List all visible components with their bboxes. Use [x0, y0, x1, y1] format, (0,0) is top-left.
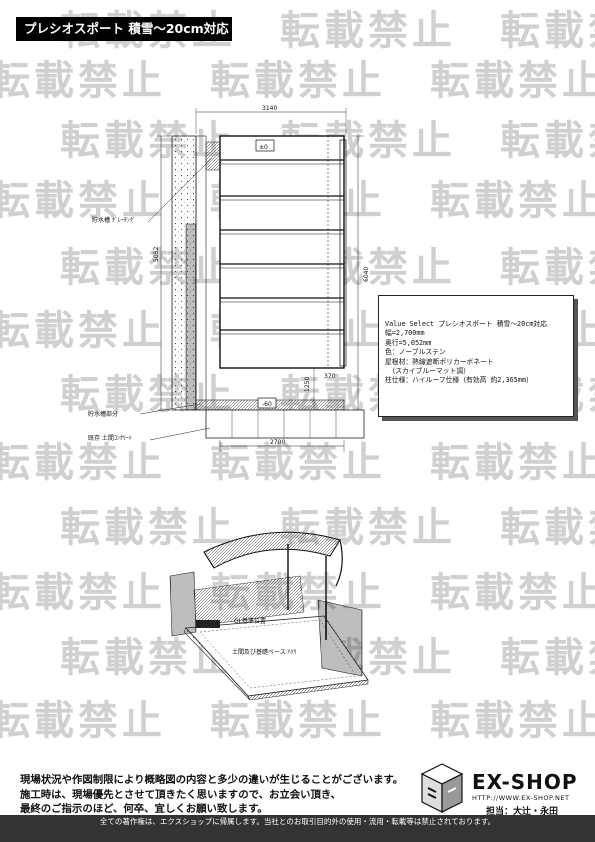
dim-front-a: 1250: [304, 377, 311, 392]
level-bottom: -60: [262, 401, 272, 408]
watermark-row: 転載禁止 転載禁止 転載禁止: [0, 570, 595, 616]
level-top: ±0: [259, 144, 268, 151]
watermark-row: 転載禁止 転載禁止 転載禁止: [60, 505, 595, 551]
footer-bar: 全ての著作権は、エクスショップに帰属します。当社とのお取引目的外の使用・流用・転…: [0, 815, 595, 842]
label-drain-grating: 貯水槽 ｸﾞﾚｰﾁﾝｸﾞ: [92, 216, 136, 224]
spec-line: 柱仕様：ハイルーフ仕様（有効高 約2,365mm）: [385, 376, 533, 385]
brand-staff: 担当：大辻・永田: [486, 807, 559, 817]
spec-line: 幅=2,700mm: [385, 329, 425, 338]
dim-bottom: 2700: [270, 439, 285, 446]
spec-box: Value Select プレシオスポート 積雪～20cm対応 幅=2,700m…: [378, 295, 574, 417]
brand-url: HTTP://WWW.EX-SHOP.NET: [472, 794, 570, 802]
exshop-cube-icon: [420, 763, 464, 813]
label-existing: 既存 土間ｺﾝｸﾘｰﾄ: [88, 434, 132, 442]
perspective-drawing: GL基準位置 土間及び基礎ベース ﾊﾂﾘ: [169, 531, 369, 701]
footer-text: 全ての著作権は、エクスショップに帰属します。当社とのお取引目的外の使用・流用・転…: [99, 817, 496, 826]
spec-line: Value Select プレシオスポート 積雪～20cm対応: [385, 320, 548, 328]
page-title: プレシオスポート 積雪～20cm対応: [16, 17, 232, 41]
watermark-row: 転載禁止 転載禁止 転載禁止: [0, 698, 595, 744]
notice-line-2: 施工時は、現場優先とさせて頂きたく思いますので、お立会い頂き、: [20, 789, 341, 801]
dim-left: 5052: [153, 247, 160, 262]
spec-line: 屋根材：熱線遮断ポリカーボネート: [385, 357, 494, 366]
watermark-row: 転載禁止 転載禁止 転載禁止: [0, 440, 595, 486]
spec-line: 奥行=5,052mm: [385, 338, 432, 347]
brand-name: EX-SHOP: [472, 770, 578, 794]
notice-line-3: 最終のご指示のほど、何卒、宜しくお願い致します。: [20, 803, 268, 815]
watermark-row: 転載禁止 転載禁止 転載禁止: [0, 58, 595, 104]
brand-area: EX-SHOP HTTP://WWW.EX-SHOP.NET 担当：大辻・永田: [416, 760, 586, 820]
existing-concrete: [205, 409, 365, 439]
label-base: 土間及び基礎ベース ﾊﾂﾘ: [232, 648, 297, 656]
notice-line-1: 現場状況や作図制限により概略図の内容と多少の違いが生じることがございます。: [20, 774, 404, 786]
label-gl: GL基準位置: [234, 617, 266, 625]
spec-line: （スカイブルーマット調）: [385, 367, 470, 376]
dim-top: 3140: [262, 105, 277, 112]
spec-line: 色：ノーブルステン: [385, 348, 446, 357]
drain-grating: [205, 141, 221, 171]
carport-roof: [219, 135, 345, 369]
dim-right: 6040: [363, 267, 370, 282]
label-drain: 貯水槽部分: [88, 410, 118, 418]
dim-front-b: 370: [324, 373, 336, 380]
